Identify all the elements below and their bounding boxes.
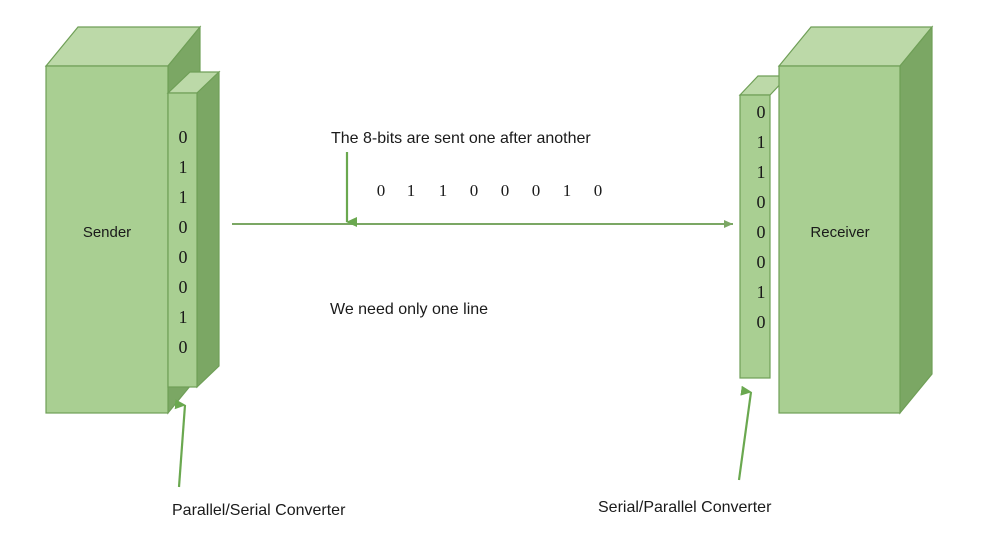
receiver-side-face	[899, 25, 933, 415]
sender-bit-column: 0 1 1 0 0 0 1 0	[179, 127, 188, 357]
sender-strip-side-face	[196, 70, 220, 389]
serial-bit: 1	[439, 181, 448, 200]
receiver-bit: 1	[757, 282, 766, 302]
sender-bit: 0	[179, 277, 188, 297]
serial-bit: 0	[377, 181, 386, 200]
sender-strip-front-face	[167, 92, 198, 388]
serial-bit: 0	[594, 181, 603, 200]
receiver-bit: 0	[757, 102, 766, 122]
sender-label: Sender	[83, 224, 131, 241]
sender-converter-arrow	[174, 399, 187, 488]
serial-bit: 0	[470, 181, 479, 200]
receiver-converter-arrow	[737, 385, 753, 481]
sender-bit: 1	[179, 187, 188, 207]
receiver-bit: 1	[757, 162, 766, 182]
serial-bit-stream: 0 1 1 0 0 0 1 0	[377, 181, 603, 200]
receiver-front-face	[778, 65, 901, 414]
serial-bit: 1	[407, 181, 416, 200]
receiver-block-group: Receiver	[777, 25, 934, 415]
sender-bit: 0	[179, 127, 188, 147]
receiver-label: Receiver	[810, 224, 869, 241]
sender-bit: 0	[179, 247, 188, 267]
sender-bit: 1	[179, 307, 188, 327]
note-top: The 8-bits are sent one after another	[331, 130, 591, 147]
sender-front-face	[45, 65, 169, 414]
receiver-bit-column: 0 1 1 0 0 0 1 0	[757, 102, 766, 332]
sender-bit: 1	[179, 157, 188, 177]
receiver-bit: 0	[757, 222, 766, 242]
sender-converter-label: Parallel/Serial Converter	[172, 502, 346, 519]
serial-bit: 1	[563, 181, 572, 200]
serial-bit: 0	[532, 181, 541, 200]
receiver-converter-strip: 0 1 1 0 0 0 1 0	[738, 75, 790, 379]
sender-converter-strip: 0 1 1 0 0 0 1 0	[166, 70, 221, 389]
receiver-bit: 0	[757, 252, 766, 272]
sender-bit: 0	[179, 337, 188, 357]
sender-bit: 0	[179, 217, 188, 237]
receiver-bit: 0	[757, 192, 766, 212]
receiver-converter-label: Serial/Parallel Converter	[598, 499, 772, 516]
serial-bit: 0	[501, 181, 510, 200]
receiver-bit: 0	[757, 312, 766, 332]
note-bottom: We need only one line	[330, 301, 488, 318]
receiver-bit: 1	[757, 132, 766, 152]
receiver-strip-front-face	[739, 94, 771, 379]
